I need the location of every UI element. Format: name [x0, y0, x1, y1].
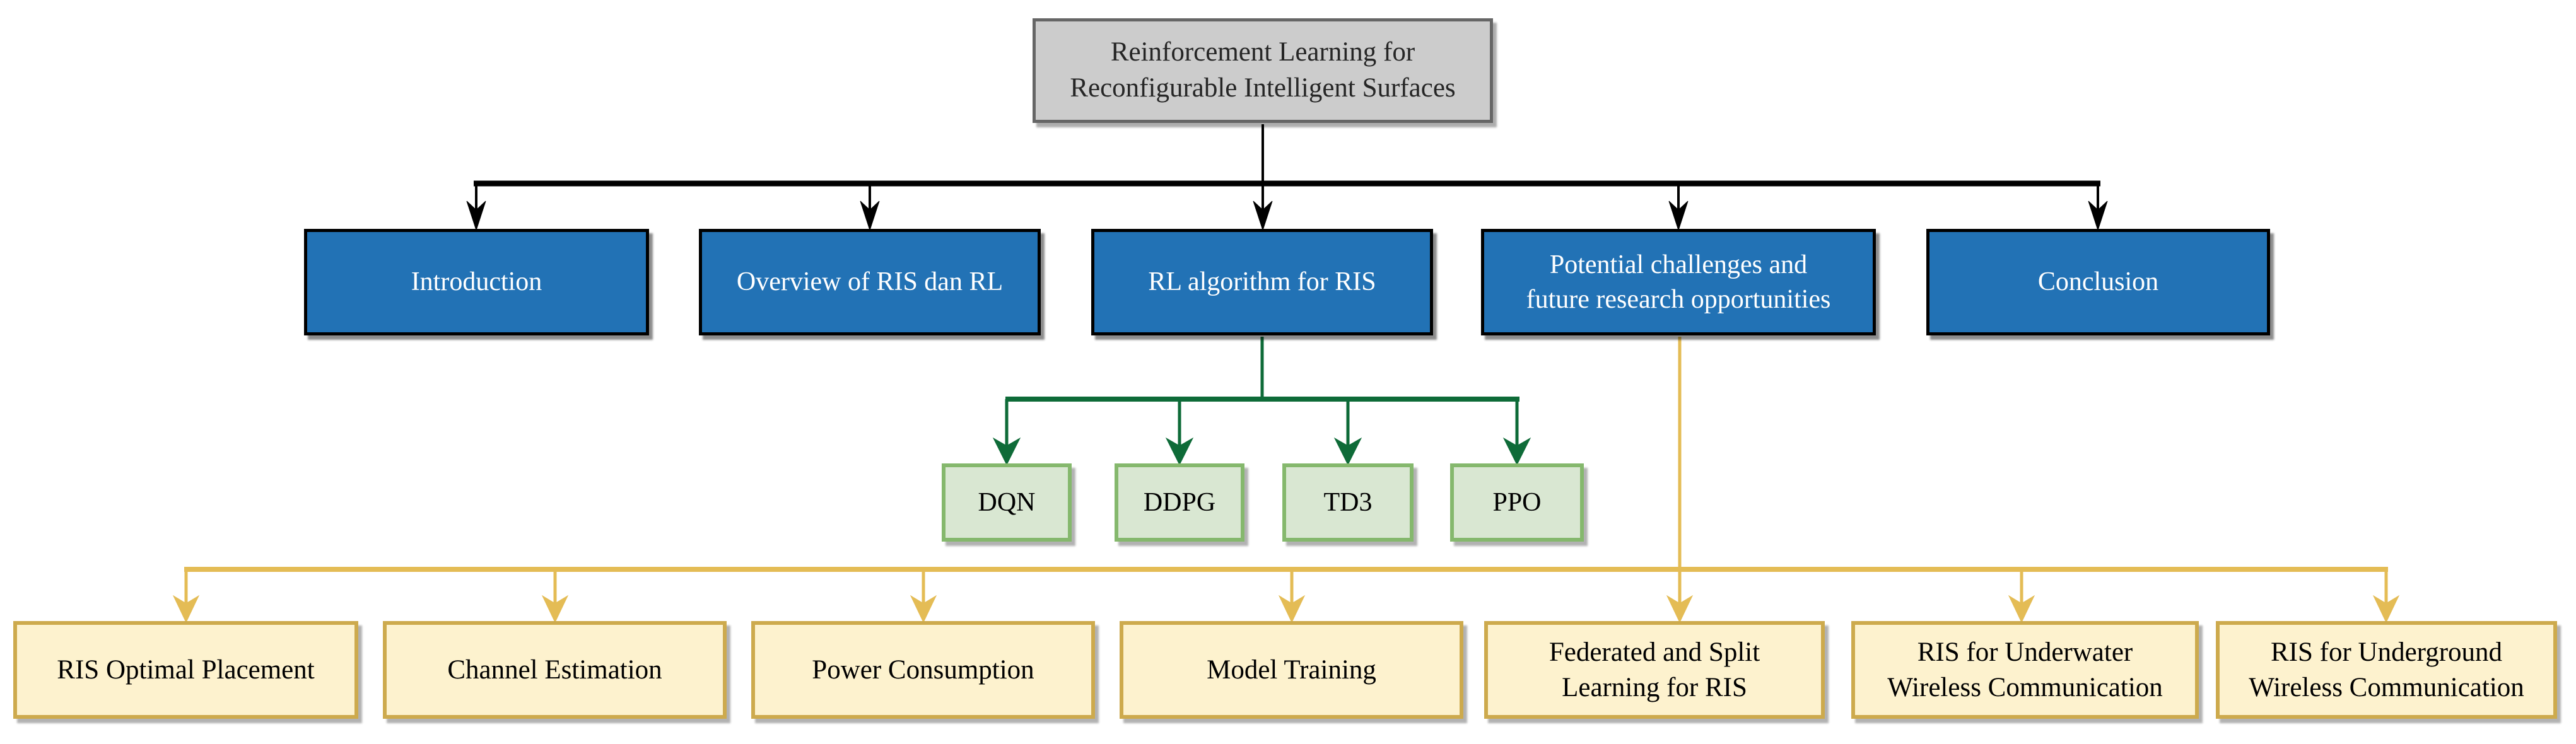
node-dqn-label: DQN [978, 487, 1036, 517]
node-root: Reinforcement Learning for Reconfigurabl… [1033, 18, 1493, 123]
node-ris-optimal-placement-label: RIS Optimal Placement [57, 654, 315, 685]
node-challenges: Potential challenges and future research… [1481, 229, 1876, 335]
node-conclusion: Conclusion [1926, 229, 2270, 335]
algorithm-connectors [992, 337, 1531, 466]
node-federated-split-learning: Federated and Split Learning for RIS [1484, 621, 1825, 719]
arrowhead-power [910, 595, 937, 624]
arrowhead-ppo [1502, 437, 1531, 466]
node-challenges-label: Potential challenges and future research… [1526, 250, 1831, 314]
node-model-training-label: Model Training [1207, 654, 1376, 685]
node-ris-underground-label: RIS for Underground Wireless Communicati… [2249, 637, 2524, 702]
node-overview-label: Overview of RIS dan RL [736, 267, 1004, 297]
section-connectors [466, 124, 2108, 231]
arrowhead-channel [541, 595, 569, 624]
node-introduction-label: Introduction [411, 267, 542, 297]
node-ppo-label: PPO [1492, 487, 1542, 517]
node-power-consumption: Power Consumption [751, 621, 1095, 719]
node-channel-estimation: Channel Estimation [383, 621, 727, 719]
node-ppo: PPO [1450, 463, 1584, 542]
node-rl-algorithm: RL algorithm for RIS [1091, 229, 1433, 335]
node-federated-split-learning-label: Federated and Split Learning for RIS [1549, 637, 1760, 702]
node-rl-algorithm-label: RL algorithm for RIS [1148, 267, 1376, 297]
arrowhead-dqn [992, 437, 1021, 466]
node-ris-underwater: RIS for Underwater Wireless Communicatio… [1851, 621, 2199, 719]
arrowhead-underwater [2008, 595, 2035, 624]
node-ris-optimal-placement: RIS Optimal Placement [13, 621, 358, 719]
node-ris-underwater-label: RIS for Underwater Wireless Communicatio… [1887, 637, 2163, 702]
arrowhead-ddpg [1165, 437, 1194, 466]
arrowhead-conclusion [2088, 201, 2108, 231]
arrowhead-overview [860, 201, 880, 231]
node-conclusion-label: Conclusion [2037, 267, 2159, 297]
arrowhead-training [1278, 595, 1306, 624]
arrowhead-rl-algorithm [1253, 201, 1273, 231]
node-ris-underground: RIS for Underground Wireless Communicati… [2216, 621, 2557, 719]
node-ddpg: DDPG [1115, 463, 1244, 542]
node-dqn: DQN [942, 463, 1072, 542]
arrowhead-placement [172, 595, 200, 624]
node-power-consumption-label: Power Consumption [812, 654, 1034, 685]
node-channel-estimation-label: Channel Estimation [447, 654, 662, 685]
arrowhead-td3 [1333, 437, 1362, 466]
node-ddpg-label: DDPG [1143, 487, 1216, 517]
arrowhead-introduction [466, 201, 486, 231]
node-root-label: Reinforcement Learning for Reconfigurabl… [1070, 37, 1456, 103]
arrowhead-federated [1666, 595, 1694, 624]
node-td3-label: TD3 [1323, 487, 1373, 517]
node-td3: TD3 [1282, 463, 1414, 542]
node-overview: Overview of RIS dan RL [699, 229, 1041, 335]
arrowhead-underground [2372, 595, 2400, 624]
arrowhead-challenges [1668, 201, 1689, 231]
challenge-connectors [172, 337, 2400, 624]
node-model-training: Model Training [1120, 621, 1463, 719]
node-introduction: Introduction [304, 229, 649, 335]
